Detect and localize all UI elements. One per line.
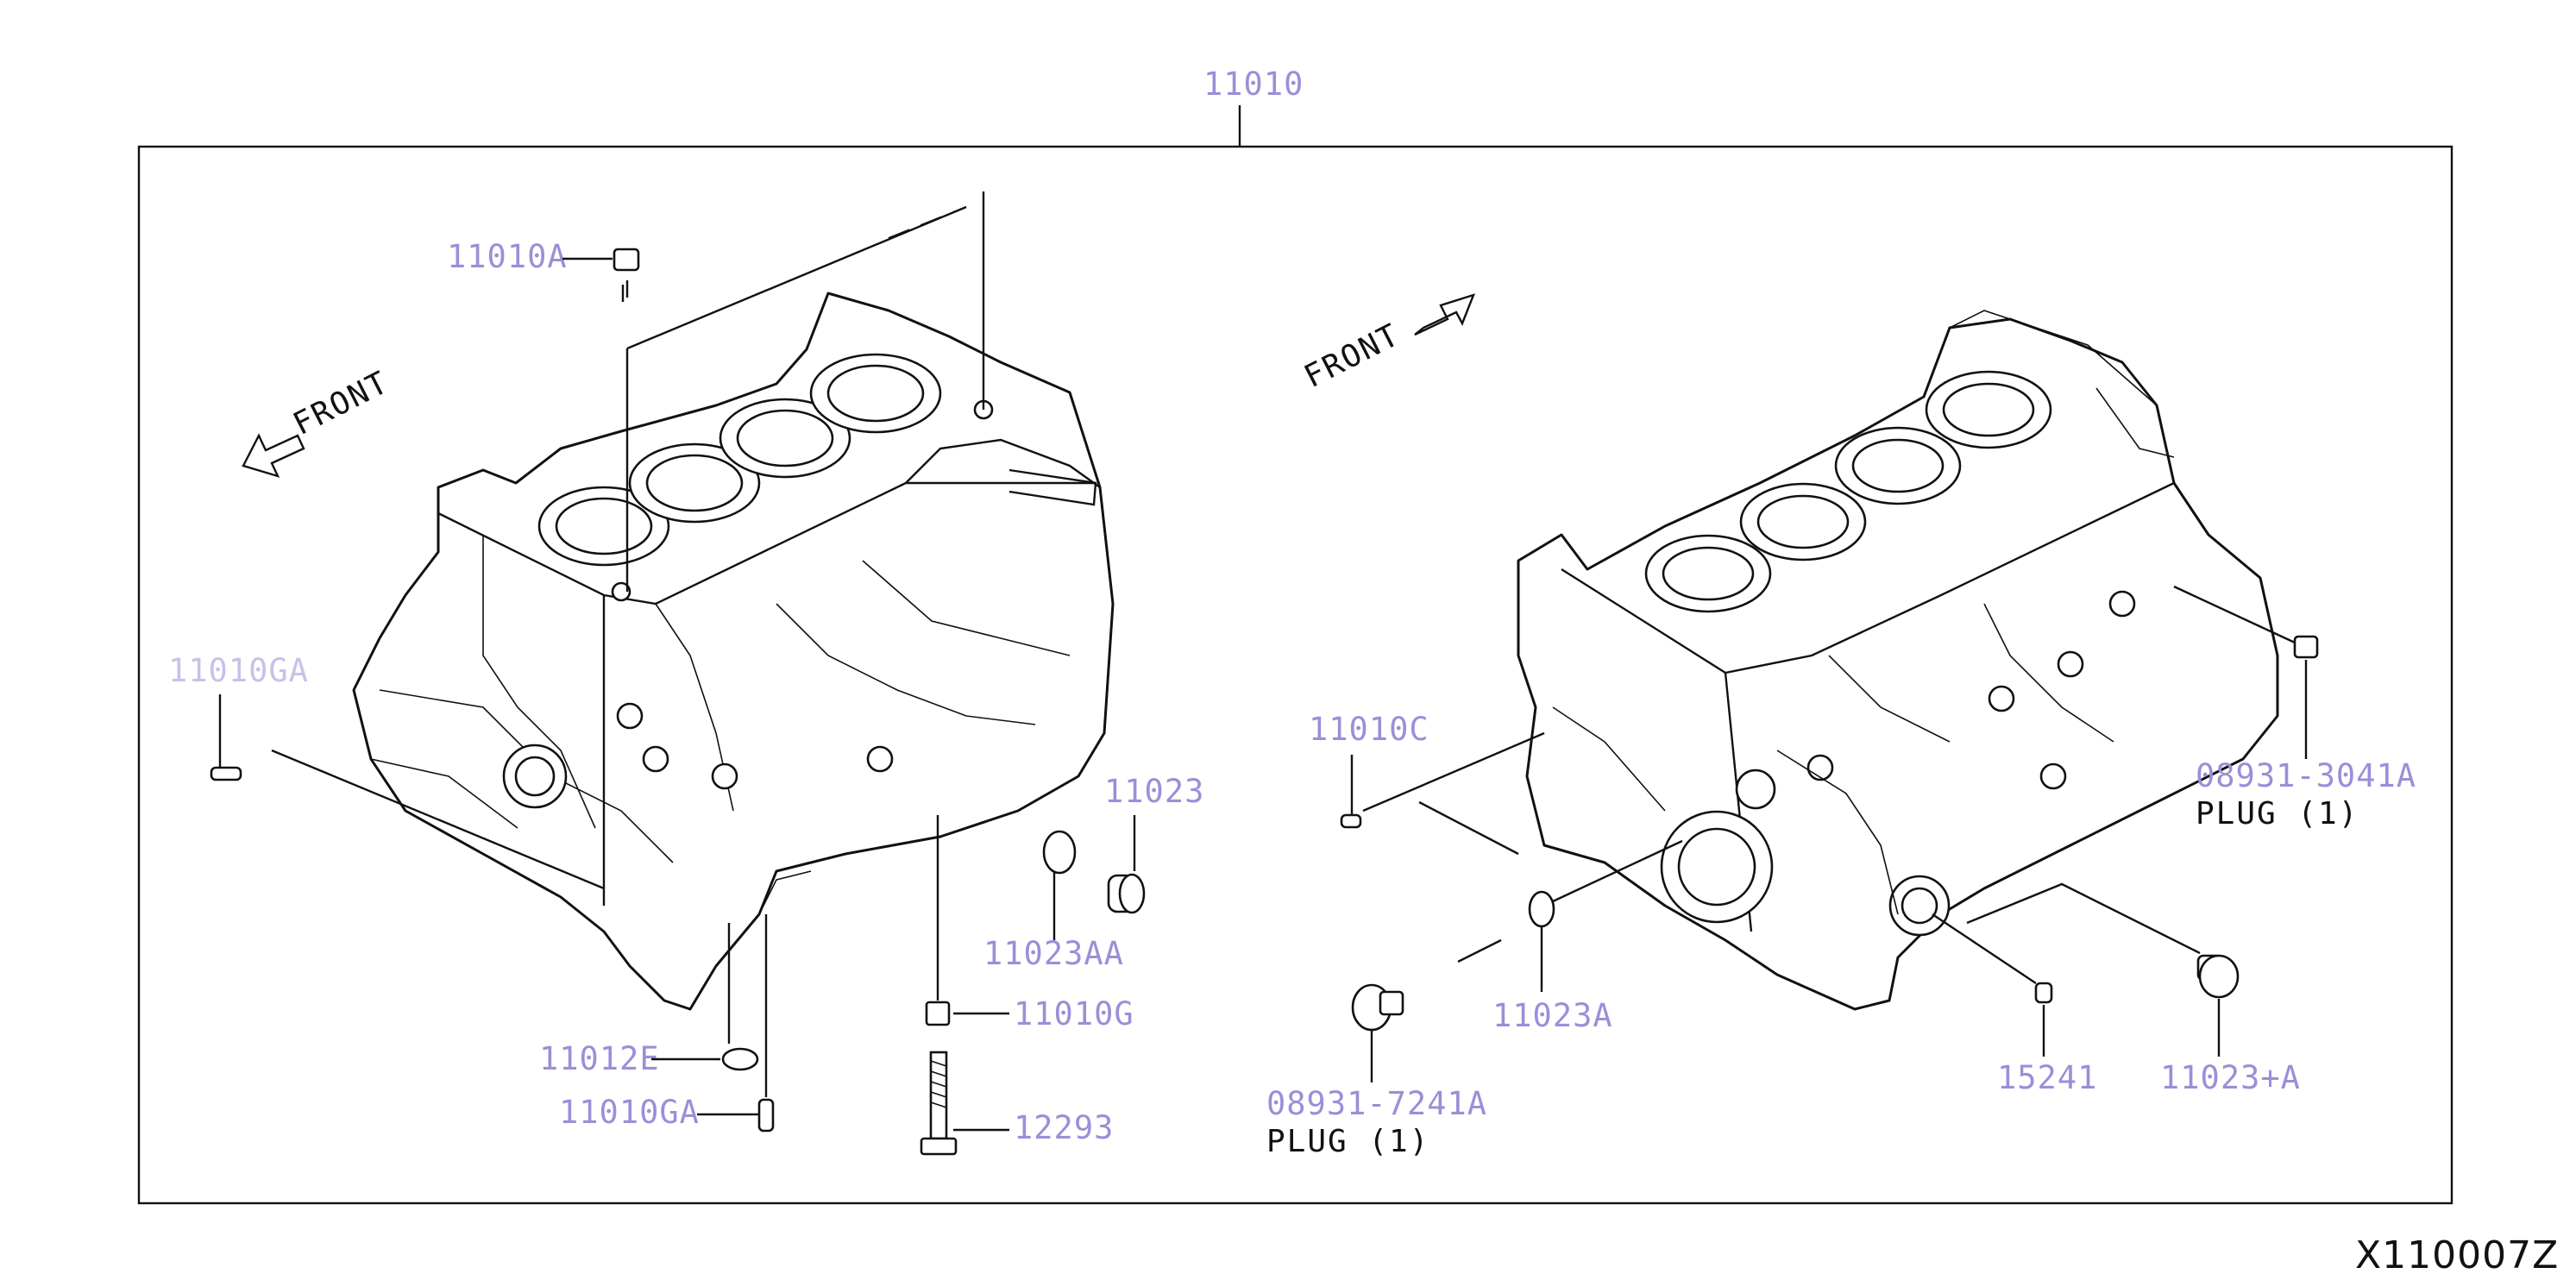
callout-11023A[interactable]: 11023A [1492, 997, 1613, 1034]
front-label-left: FRONT [287, 365, 394, 442]
part-11010GA [757, 1098, 775, 1133]
callout-11023[interactable]: 11023 [1104, 773, 1204, 810]
callout-12293[interactable]: 12293 [1014, 1109, 1114, 1146]
leader-11010GA-top-diag [271, 749, 605, 890]
engine-block-left [352, 292, 1115, 1011]
leader-08931-7241A-dash [1457, 938, 1502, 963]
leader-08931-3041A-diag [2173, 585, 2296, 644]
figure-code: X110007Z [2355, 1233, 2559, 1277]
part-11010GA-top [210, 766, 242, 781]
part-11012E [721, 1047, 759, 1071]
part-11010G [925, 1001, 951, 1026]
callout-11010A[interactable]: 11010A [447, 238, 568, 275]
callout-15241[interactable]: 15241 [1997, 1059, 2097, 1096]
callout-11010G[interactable]: 11010G [1014, 995, 1134, 1032]
leader-11023A-plus-bracket [1966, 882, 2201, 955]
part-08931-7241A [1351, 983, 1404, 1032]
leader-11010C-diag [1362, 731, 1545, 813]
left-assembly-bracket [626, 205, 967, 350]
front-label-right: FRONT [1298, 317, 1405, 395]
diagram-frame [137, 145, 2453, 1205]
left-bracket-dash [888, 206, 967, 239]
part-15241 [2034, 982, 2053, 1004]
callout-08931-7241A[interactable]: 08931-7241A [1266, 1085, 1487, 1122]
note-plug-right: PLUG (1) [2196, 796, 2359, 831]
callout-11023A-plus[interactable]: 11023+A [2160, 1059, 2301, 1096]
callout-08931-3041A[interactable]: 08931-3041A [2196, 757, 2416, 794]
part-11023A [1528, 890, 1555, 928]
part-11023AA [1042, 830, 1077, 875]
part-11023A-plus [2196, 954, 2240, 999]
engine-block-right [1517, 310, 2279, 1011]
callout-11012E[interactable]: 11012E [539, 1040, 660, 1077]
leader-15241-diag [1932, 913, 2037, 984]
callout-11010C[interactable]: 11010C [1309, 711, 1429, 748]
callout-11010GA[interactable]: 11010GA [559, 1094, 700, 1131]
part-08931-3041A [2293, 635, 2319, 659]
part-11010A [613, 248, 640, 272]
leader-11023A-diag [1552, 839, 1683, 903]
front-arrow-right: FRONT [1298, 293, 1476, 395]
callout-11010GA-top[interactable]: 11010GA [168, 652, 309, 689]
part-11010C [1340, 813, 1362, 829]
assembly-number[interactable]: 11010 [1203, 66, 1304, 103]
leader-11010C-bracket [1418, 800, 1519, 856]
part-11023 [1107, 873, 1146, 914]
part-12293 [920, 1051, 958, 1156]
front-arrow-left: FRONT [242, 365, 395, 478]
callout-11023AA[interactable]: 11023AA [983, 935, 1124, 972]
note-plug-left: PLUG (1) [1266, 1124, 1429, 1159]
